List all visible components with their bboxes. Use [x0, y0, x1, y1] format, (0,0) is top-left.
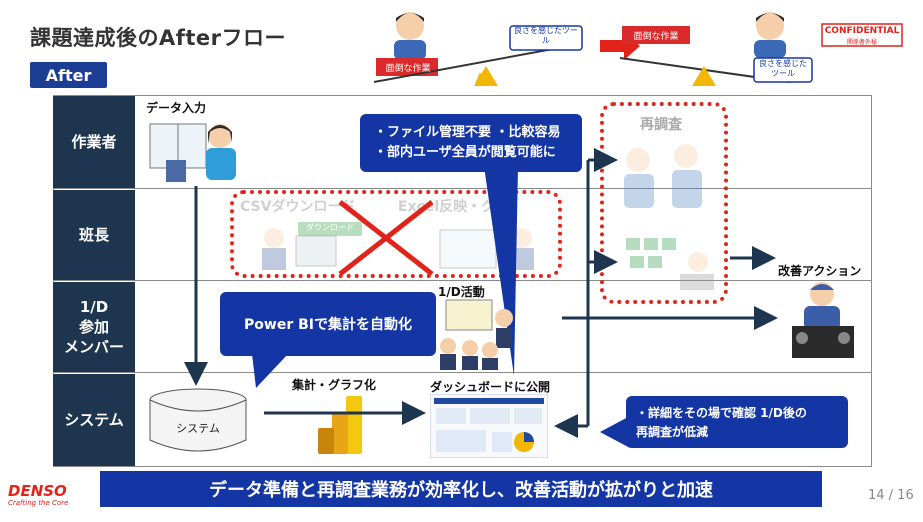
page-number: 14 / 16 — [868, 488, 914, 503]
dashboard-publish-label: ダッシュボードに公開 — [430, 380, 551, 394]
lane-label-member-l1: 1/D — [79, 297, 109, 316]
left-tag-label: 面倒な作業 — [385, 64, 431, 74]
reinvestigate-icons — [624, 144, 714, 290]
lane-label-worker: 作業者 — [53, 96, 135, 188]
cross-out-icon — [338, 200, 434, 276]
powerbi-logo-icon — [318, 396, 362, 454]
old-flow-icons — [262, 228, 534, 270]
reinvestigate-box — [600, 102, 728, 304]
callout-benefits-line1: ・ファイル管理不要 ・比較容易 — [374, 125, 561, 140]
callout-benefits: ・ファイル管理不要 ・比較容易 ・部内ユーザ全員が閲覧可能に — [360, 114, 582, 172]
lane-label-member: 1/D 参加 メンバー — [53, 282, 135, 372]
callout-detail-line2: 再調査が低減 — [636, 425, 709, 440]
callout-detail-line1: ・詳細をその場で確認 1/D後の — [636, 406, 807, 420]
old-flow-box — [230, 190, 562, 278]
denso-tagline: Crafting the Core — [8, 499, 69, 507]
confidential-label: CONFIDENTIAL — [824, 26, 900, 36]
mechanic-icon — [792, 282, 854, 358]
confidential-sub: 関係者外秘 — [846, 39, 877, 46]
left-tool-label: 良さを感じたツール — [514, 26, 578, 45]
happy-person-icon — [754, 12, 786, 58]
improvement-action-label: 改善アクション — [778, 264, 862, 278]
lane-row-worker — [53, 95, 872, 189]
right-tool-label: 良さを感じたツール — [759, 59, 807, 78]
lane-row-member — [53, 281, 872, 373]
powerbi-callout-pointer — [252, 354, 288, 388]
csv-download-label: CSVダウンロード — [240, 199, 356, 215]
system-db-label: システム — [176, 422, 220, 435]
lane-label-member-l2: 参加 — [78, 317, 109, 336]
after-badge: After — [30, 62, 107, 88]
one-d-activity-label: 1/D活動 — [438, 285, 485, 299]
lane-label-leader: 班長 — [53, 190, 135, 280]
callout-benefits-line2: ・部内ユーザ全員が閲覧可能に — [374, 145, 556, 161]
dashboard-thumbnail[interactable] — [430, 394, 548, 458]
swimlane-frame — [53, 95, 872, 467]
data-input-worker-icon — [149, 123, 236, 182]
left-tag-bg — [376, 58, 438, 76]
seesaw-illustration — [373, 12, 903, 86]
aggregate-graph-label: 集計・グラフ化 — [292, 378, 377, 392]
reinvestigate-label: 再調査 — [640, 117, 682, 133]
detail-callout-pointer — [600, 416, 630, 448]
callout-powerbi: Power BIで集計を自動化 — [220, 292, 436, 356]
csv-download-button: ダウンロード — [298, 222, 362, 236]
page-title: 課題達成後のAfterフロー — [30, 26, 287, 50]
meeting-people-icon — [440, 299, 513, 370]
denso-logo: DENSO — [8, 482, 67, 500]
system-database-icon — [149, 388, 247, 452]
lane-row-leader — [53, 189, 872, 281]
summary-banner: データ準備と再調査業務が効率化し、改善活動が拡がりと加速 — [100, 471, 822, 507]
data-input-label: データ入力 — [146, 101, 207, 115]
right-tag-label: 面倒な作業 — [633, 32, 679, 42]
lane-label-member-l3: メンバー — [63, 338, 124, 357]
lane-label-system: システム — [53, 374, 135, 466]
callout-detail: ・詳細をその場で確認 1/D後の 再調査が低減 — [626, 396, 848, 448]
worried-person-icon — [394, 12, 426, 60]
